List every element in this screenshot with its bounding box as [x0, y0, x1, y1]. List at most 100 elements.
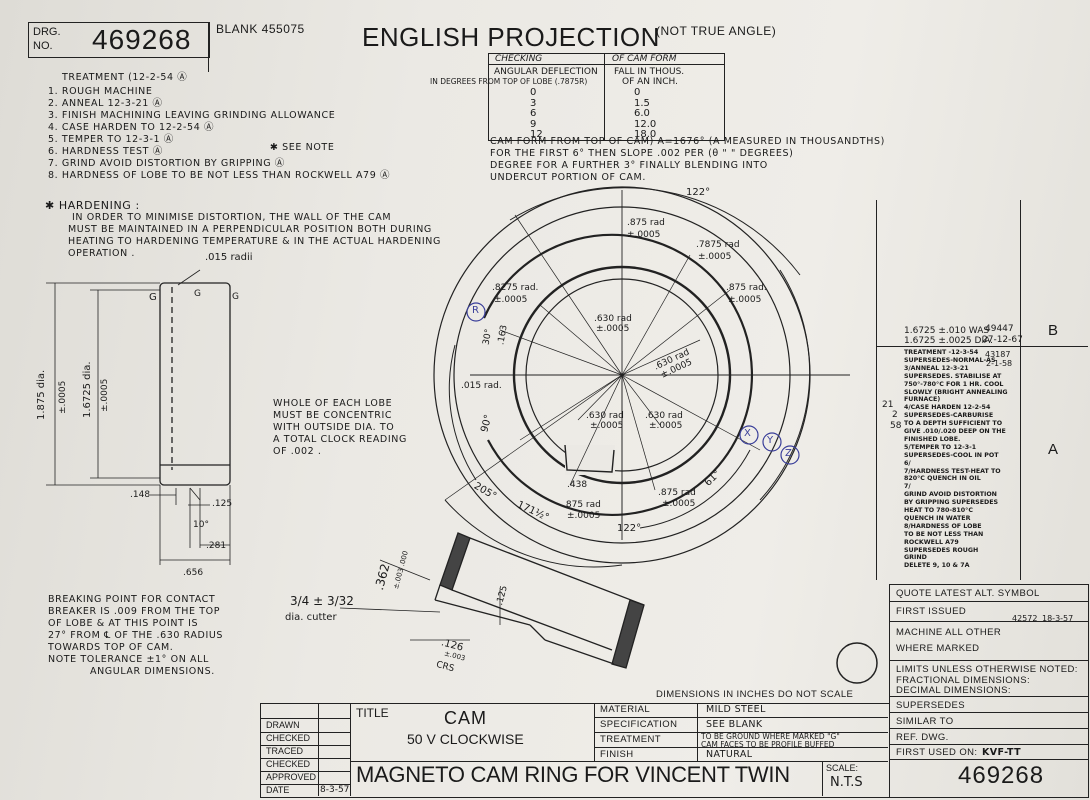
concentric-line-2: MUST BE CONCENTRIC — [273, 410, 393, 421]
concentric-line-4: A TOTAL CLOCK READING — [273, 434, 407, 445]
checking-row-deg: 3 — [530, 97, 537, 109]
quote-label: QUOTE LATEST ALT. SYMBOL — [896, 588, 1040, 599]
rev-b-letter: B — [1048, 322, 1059, 339]
r630-tol-3: ±.0005 — [590, 421, 624, 431]
spec-value: SEE BLANK — [706, 719, 763, 730]
checked-label-2: CHECKED — [266, 759, 311, 769]
rev-a-line: GIVE .010/.020 DEEP ON THE — [904, 428, 1006, 435]
mark-y: Y — [767, 435, 774, 446]
rev-a-line: TO BE NOT LESS THAN — [904, 530, 984, 538]
g-mark-2: G — [194, 289, 201, 299]
checking-row-fall: 6.0 — [634, 108, 650, 119]
treatment-value-2: CAM FACES TO BE PROFILE BUFFED — [701, 740, 835, 749]
side-view-drawing — [46, 269, 231, 565]
fractional-label: FRACTIONAL DIMENSIONS: — [896, 675, 1031, 686]
hardening-line-1: IN ORDER TO MINIMISE DISTORTION, THE WAL… — [72, 212, 392, 223]
rev-b-date: 27-12-67 — [982, 335, 1023, 345]
dim-122-bottom: 122° — [617, 523, 642, 534]
checking-row-fall: 1.5 — [634, 97, 650, 109]
rev-a-line: 4/CASE HARDEN 12-2-54 — [904, 404, 991, 412]
projection-title: ENGLISH PROJECTION — [362, 22, 660, 52]
hardening-line-3: HEATING TO HARDENING TEMPERATURE & IN TH… — [68, 236, 441, 247]
checking-row-fall: 0 — [634, 87, 641, 98]
r630-label-3: .630 rad — [586, 411, 624, 421]
dim-10-deg: 10° — [193, 520, 209, 530]
cam-plan-drawing — [433, 186, 878, 684]
limits-label: LIMITS UNLESS OTHERWISE NOTED: — [896, 664, 1078, 675]
drg-label: DRG. — [33, 26, 61, 38]
dimensions-note: DIMENSIONS IN INCHES DO NOT SCALE — [656, 689, 854, 700]
mark-x: X — [744, 428, 751, 439]
title-value: CAM — [444, 708, 487, 728]
main-title: MAGNETO CAM RING FOR VINCENT TWIN — [356, 762, 790, 787]
r875-tol-4: ±.0005 — [662, 499, 696, 509]
concentric-line-3: WITH OUTSIDE DIA. TO — [273, 422, 395, 433]
mark-z: Z — [785, 448, 792, 459]
hardening-title: ✱ HARDENING : — [45, 199, 140, 212]
r875-tol-1: ±.0005 — [627, 230, 661, 240]
projection-note: (NOT TRUE ANGLE) — [656, 24, 777, 38]
rev-a-letter: A — [1048, 441, 1059, 458]
see-note: ✱ SEE NOTE — [270, 142, 335, 153]
drawn-label: DRAWN — [266, 720, 300, 730]
cam-form-line-2: FOR THE FIRST 6° THEN SLOPE .002 PER (θ … — [490, 148, 794, 159]
finish-value: NATURAL — [706, 749, 753, 760]
date-value: 8-3-57 — [320, 785, 350, 795]
rev-a-line: FURNACE) — [904, 396, 941, 404]
dim-148: .148 — [130, 490, 151, 500]
concentric-line-5: OF .002 . — [273, 446, 322, 457]
rev-a-line: BY GRIPPING SUPERSEDES — [904, 499, 999, 507]
fall-in-thous: FALL IN THOUS. — [614, 67, 685, 77]
checking-table — [488, 53, 725, 141]
where-marked-label: WHERE MARKED — [896, 643, 980, 654]
rev-a-line: 8/HARDNESS OF LOBE — [904, 522, 982, 530]
rev-a-line: SUPERSEDES-CARBURISE — [904, 412, 994, 420]
rev-b-number: 49447 — [985, 324, 1014, 334]
r875-label-4: .875 rad — [658, 488, 696, 498]
checking-row-fall: 12.0 — [634, 118, 657, 130]
checking-row-deg: 12 — [530, 129, 543, 140]
cam-form-header: OF CAM FORM — [612, 54, 677, 64]
rev-a-line: TREATMENT -12-3-54 — [904, 349, 979, 356]
breaking-line-1: BREAKING POINT FOR CONTACT — [48, 594, 216, 605]
hardening-line-4: OPERATION . — [68, 248, 136, 259]
r875-label-2: .875 rad. — [726, 283, 767, 293]
breaking-line-4: 27° FROM ℄ OF THE .630 RADIUS — [48, 630, 224, 641]
treatment-item-4: 4. CASE HARDEN TO 12-2-54 Ⓐ — [48, 122, 215, 133]
first-used-label: FIRST USED ON: — [896, 747, 978, 758]
first-issued-label: FIRST ISSUED — [896, 606, 967, 617]
dim-656: .656 — [183, 568, 204, 578]
date-label: DATE — [266, 785, 290, 795]
rev-a-line: SUPERSEDES ROUGH — [904, 546, 979, 554]
spec-label: SPECIFICATION — [600, 719, 678, 730]
breaking-line-7: ANGULAR DIMENSIONS. — [90, 666, 215, 677]
rev-a-number: 43187 — [985, 350, 1011, 359]
decimal-label: DECIMAL DIMENSIONS: — [896, 685, 1011, 696]
of-an-inch: OF AN INCH. — [622, 77, 679, 87]
r8275-tol: ±.0005 — [494, 295, 528, 305]
dim-438: .438 — [567, 480, 588, 490]
rev-a-line: 7/HARDNESS TEST-HEAT TO — [904, 467, 1001, 475]
rev-a-line: GRIND AVOID DISTORTION — [904, 491, 997, 499]
r875-tol-2: ±.0005 — [728, 295, 762, 305]
cam-form-line-4: UNDERCUT PORTION OF CAM. — [490, 172, 646, 183]
no-label: NO. — [33, 40, 53, 52]
r630-tol-1: ±.0005 — [596, 324, 630, 334]
rev-a-line: 5/TEMPER TO 12-3-1 — [904, 443, 977, 451]
treatment-item-3: 3. FINISH MACHINING LEAVING GRINDING ALL… — [48, 110, 336, 121]
r875-label-3: .875 rad — [563, 500, 601, 510]
r630-label-1: .630 rad — [594, 314, 632, 324]
side-num-3: 58 — [890, 421, 902, 431]
r8275-label: .8275 rad. — [492, 283, 539, 293]
checking-row-deg: 9 — [530, 118, 537, 130]
treatment-item-8: 8. HARDNESS OF LOBE TO BE NOT LESS THAN … — [48, 170, 391, 181]
rev-a-line: GRIND — [904, 554, 927, 562]
drawing-number: 469268 — [92, 24, 192, 55]
breaking-line-6: NOTE TOLERANCE ±1° ON ALL — [48, 654, 209, 665]
in-degrees: IN DEGREES FROM TOP OF LOBE (.7875R) — [430, 77, 588, 86]
finish-label: FINISH — [600, 749, 634, 760]
side-num-2: 2 — [892, 410, 898, 420]
first-issued-date: 18-3-57 — [1042, 614, 1074, 623]
breaking-line-3: OF LOBE & AT THIS POINT IS — [48, 618, 199, 629]
